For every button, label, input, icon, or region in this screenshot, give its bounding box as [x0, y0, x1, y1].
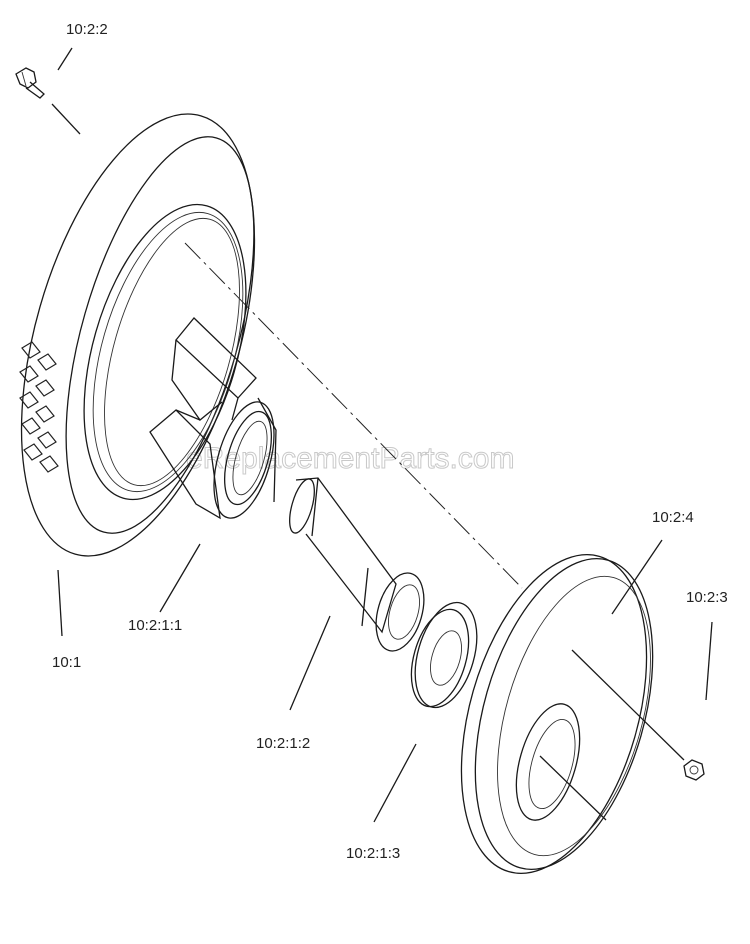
leader-lines — [51, 47, 713, 823]
nut-part — [683, 759, 705, 781]
spacer-part — [289, 477, 425, 652]
bushing-part — [410, 601, 478, 709]
callout-tire: 10:1 — [52, 654, 81, 671]
axis-centerline — [184, 242, 523, 589]
callout-nut: 10:2:3 — [686, 589, 728, 606]
watermark-text: eReplacementParts.com — [186, 442, 514, 475]
callout-rim: 10:2:4 — [652, 509, 694, 526]
tire-tread — [19, 341, 59, 473]
callout-hub: 10:2:1:1 — [128, 617, 182, 634]
hub-part — [149, 317, 277, 520]
tire-part — [19, 113, 256, 557]
callout-bushing: 10:2:1:3 — [346, 845, 400, 862]
callout-spacer: 10:2:1:2 — [256, 735, 310, 752]
rim-part — [460, 554, 654, 874]
bolt-part — [15, 67, 45, 99]
callout-bolt: 10:2:2 — [66, 21, 108, 38]
